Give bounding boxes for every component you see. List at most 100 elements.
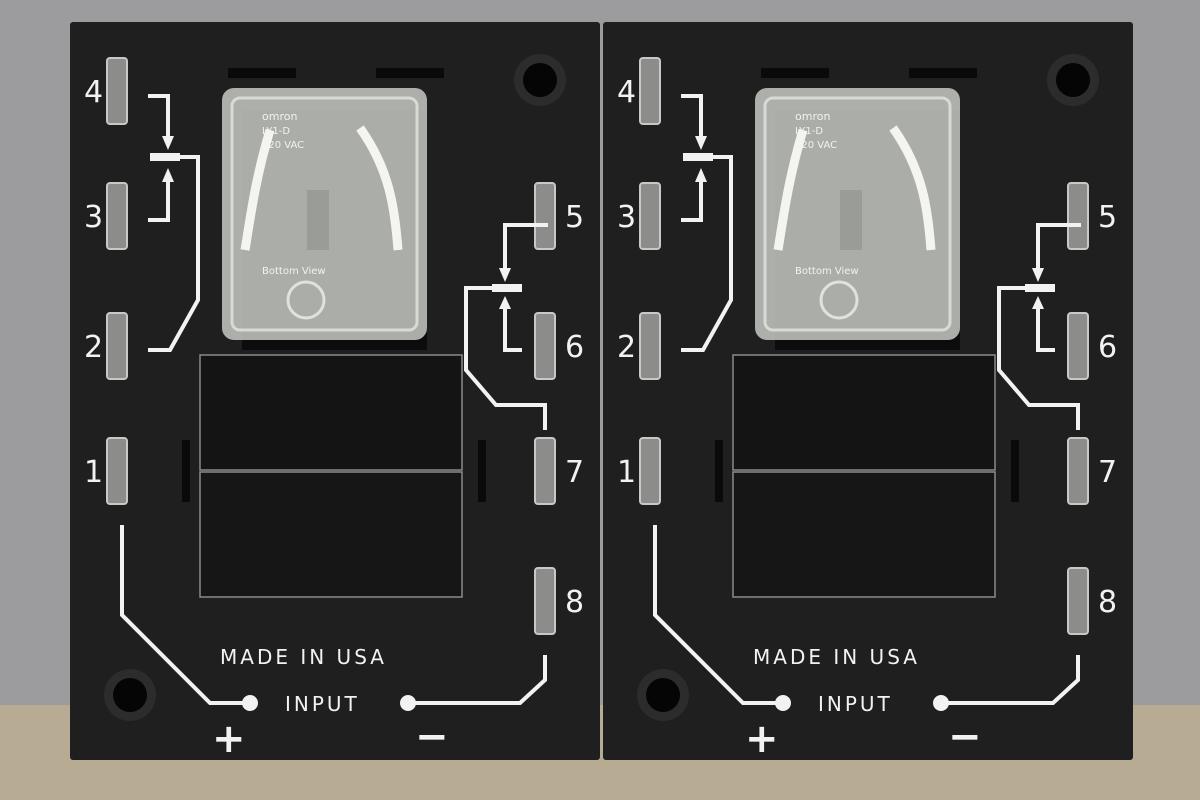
circuit-trace <box>1036 305 1055 352</box>
contact-arrow <box>162 136 174 150</box>
contact-arrow <box>499 268 511 282</box>
relay-wire <box>356 125 403 251</box>
contact-arrow <box>162 168 174 182</box>
relay-edge <box>230 96 419 332</box>
terminal-number: 4 <box>84 75 103 110</box>
contact-bar <box>1025 284 1055 292</box>
circuit-trace <box>681 94 703 140</box>
relay-wire <box>889 125 936 251</box>
relay-edge <box>763 96 952 332</box>
contact-bar <box>150 153 180 161</box>
mounting-hole <box>523 63 557 97</box>
input-minus-dot <box>933 695 949 711</box>
terminal-number: 1 <box>617 455 636 490</box>
terminal-tab <box>1067 312 1089 380</box>
circuit-trace <box>997 286 1080 430</box>
vent-slot <box>1011 440 1019 502</box>
relay-wire <box>773 128 808 251</box>
circuit-trace <box>503 305 522 352</box>
relay-model: LY1-D <box>795 126 823 137</box>
circuit-trace <box>415 655 547 705</box>
vent-slot <box>909 68 977 78</box>
relay-wire <box>240 128 275 251</box>
circuit-trace <box>464 286 547 430</box>
terminal-number: 5 <box>1098 200 1117 235</box>
relay-base-pin <box>819 280 859 320</box>
plus-label: + <box>212 716 246 762</box>
relay-view-label: Bottom View <box>795 266 859 277</box>
terminal-number: 6 <box>565 330 584 365</box>
terminal-number: 4 <box>617 75 636 110</box>
label-window <box>732 471 996 598</box>
terminal-tab <box>534 437 556 505</box>
terminal-number: 3 <box>617 200 636 235</box>
minus-label: − <box>948 714 982 760</box>
relay-brand: omron <box>795 110 830 123</box>
terminal-tab <box>106 182 128 250</box>
circuit-trace <box>681 178 703 222</box>
vent-slot <box>182 440 190 502</box>
circuit-trace <box>148 178 170 222</box>
minus-label: − <box>415 714 449 760</box>
terminal-tab <box>1067 182 1089 250</box>
label-window <box>199 471 463 598</box>
input-plus-dot <box>775 695 791 711</box>
terminal-number: 2 <box>617 330 636 365</box>
terminal-tab <box>639 57 661 125</box>
relay-view-label: Bottom View <box>262 266 326 277</box>
terminal-tab <box>1067 567 1089 635</box>
circuit-trace <box>148 94 170 140</box>
terminal-number: 8 <box>1098 585 1117 620</box>
terminal-tab <box>106 312 128 380</box>
circuit-trace <box>148 155 200 352</box>
terminal-number: 1 <box>84 455 103 490</box>
circuit-trace <box>503 223 548 272</box>
terminal-number: 6 <box>1098 330 1117 365</box>
relay-base-pin <box>286 280 326 320</box>
circuit-trace <box>681 155 733 352</box>
terminal-tab <box>534 312 556 380</box>
relay-voltage: 120 VAC <box>262 140 304 151</box>
contact-arrow <box>695 136 707 150</box>
vent-slot <box>228 68 296 78</box>
terminal-tab <box>639 437 661 505</box>
vent-slot <box>478 440 486 502</box>
label-window <box>199 354 463 471</box>
terminal-number: 7 <box>565 455 584 490</box>
terminal-tab <box>106 57 128 125</box>
terminal-tab <box>106 437 128 505</box>
contact-arrow <box>695 168 707 182</box>
terminal-tab <box>1067 437 1089 505</box>
made-in-usa-label: MADE IN USA <box>220 645 387 669</box>
circuit-trace <box>120 525 245 705</box>
terminal-number: 5 <box>565 200 584 235</box>
made-in-usa-label: MADE IN USA <box>753 645 920 669</box>
contact-arrow <box>499 296 511 309</box>
contact-bar <box>492 284 522 292</box>
terminal-number: 7 <box>1098 455 1117 490</box>
mounting-hole <box>1056 63 1090 97</box>
terminal-tab <box>639 182 661 250</box>
terminal-number: 2 <box>84 330 103 365</box>
circuit-trace <box>948 655 1080 705</box>
relay-brand: omron <box>262 110 297 123</box>
contact-arrow <box>1032 296 1044 309</box>
terminal-tab <box>639 312 661 380</box>
terminal-number: 3 <box>84 200 103 235</box>
contact-arrow <box>1032 268 1044 282</box>
vent-slot <box>376 68 444 78</box>
relay-voltage: 120 VAC <box>795 140 837 151</box>
input-label: INPUT <box>818 692 893 716</box>
label-window <box>732 354 996 471</box>
relay-model: LY1-D <box>262 126 290 137</box>
input-plus-dot <box>242 695 258 711</box>
terminal-tab <box>534 182 556 250</box>
vent-slot <box>715 440 723 502</box>
mounting-hole <box>646 678 680 712</box>
mounting-hole <box>113 678 147 712</box>
terminal-number: 8 <box>565 585 584 620</box>
plus-label: + <box>745 716 779 762</box>
terminal-tab <box>534 567 556 635</box>
relay-coil <box>307 190 329 250</box>
